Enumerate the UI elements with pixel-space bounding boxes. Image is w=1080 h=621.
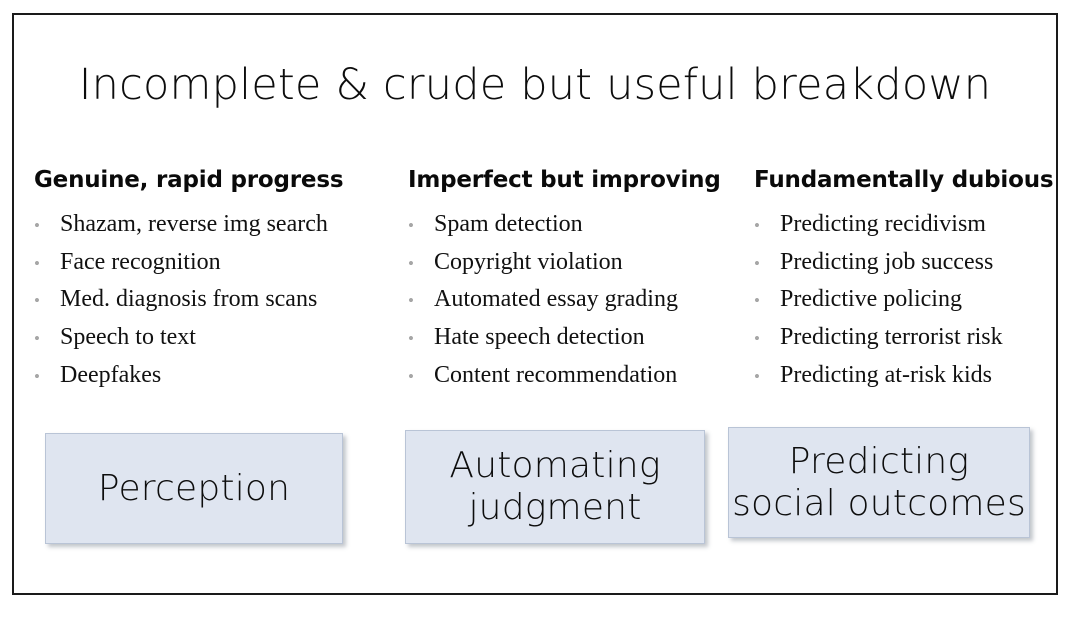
list-item-label: Med. diagnosis from scans	[60, 286, 318, 313]
callout-label-line1: Predicting	[788, 440, 970, 482]
list-item-label: Predicting at-risk kids	[780, 362, 992, 389]
column-genuine-rapid-progress: Genuine, rapid progress • Shazam, revers…	[24, 167, 396, 395]
list-item: • Predicting job success	[754, 244, 1050, 282]
list-item: • Med. diagnosis from scans	[34, 281, 396, 319]
list-item: • Deepfakes	[34, 357, 396, 395]
list-item-label: Speech to text	[60, 324, 196, 351]
list-item: • Predicting at-risk kids	[754, 357, 1050, 395]
callout-label-line1: Automating	[449, 445, 661, 487]
bullet-list: • Predicting recidivism • Predicting job…	[754, 206, 1050, 396]
bullet-icon: •	[34, 215, 40, 235]
list-item: • Predicting recidivism	[754, 206, 1050, 244]
bullet-icon: •	[754, 367, 760, 387]
list-item-label: Face recognition	[60, 248, 221, 275]
callout-box-perception[interactable]: Perception	[45, 433, 343, 544]
list-item-label: Hate speech detection	[434, 324, 645, 351]
list-item-label: Deepfakes	[60, 362, 162, 389]
list-item-label: Spam detection	[434, 210, 583, 237]
list-item-label: Predicting terrorist risk	[780, 324, 1003, 351]
list-item-label: Copyright violation	[434, 248, 623, 275]
list-item-label: Predictive policing	[780, 286, 962, 313]
bullet-icon: •	[34, 253, 40, 273]
breakdown-columns: Genuine, rapid progress • Shazam, revers…	[24, 167, 1054, 396]
list-item: • Predictive policing	[754, 281, 1050, 319]
list-item: • Automated essay grading	[408, 281, 739, 319]
list-item: • Spam detection	[408, 206, 739, 244]
bullet-icon: •	[34, 367, 40, 387]
list-item-label: Predicting recidivism	[780, 210, 986, 237]
bullet-icon: •	[754, 253, 760, 273]
bullet-icon: •	[34, 291, 40, 311]
list-item: • Face recognition	[34, 244, 396, 282]
bullet-icon: •	[754, 329, 760, 349]
page-title: Incomplete & crude but useful breakdown	[78, 60, 992, 110]
list-item: • Hate speech detection	[408, 319, 739, 357]
bullet-icon: •	[408, 291, 414, 311]
list-item-label: Predicting job success	[780, 248, 994, 275]
column-header: Fundamentally dubious	[754, 167, 1054, 193]
column-header: Imperfect but improving	[408, 167, 721, 193]
column-fundamentally-dubious: Fundamentally dubious • Predicting recid…	[739, 167, 1054, 396]
bullet-list: • Shazam, reverse img search • Face reco…	[34, 206, 396, 396]
callout-label-line2: social outcomes	[732, 482, 1026, 524]
list-item-label: Shazam, reverse img search	[60, 210, 328, 237]
list-item: • Predicting terrorist risk	[754, 319, 1050, 357]
bullet-icon: •	[408, 215, 414, 235]
bullet-icon: •	[754, 291, 760, 311]
column-header: Genuine, rapid progress	[34, 167, 344, 193]
bullet-list: • Spam detection • Copyright violation •…	[408, 206, 739, 396]
list-item: • Copyright violation	[408, 244, 739, 282]
callout-label-line2: judgment	[468, 487, 642, 528]
callout-label: Perception	[97, 467, 291, 509]
bullet-icon: •	[34, 329, 40, 349]
bullet-icon: •	[408, 329, 414, 349]
list-item: • Content recommendation	[408, 357, 739, 395]
bullet-icon: •	[754, 215, 760, 235]
bullet-icon: •	[408, 367, 414, 387]
bullet-icon: •	[408, 253, 414, 273]
list-item: • Speech to text	[34, 319, 396, 357]
list-item-label: Automated essay grading	[434, 286, 678, 313]
list-item: • Shazam, reverse img search	[34, 206, 396, 244]
column-imperfect-but-improving: Imperfect but improving • Spam detection…	[396, 167, 739, 395]
list-item-label: Content recommendation	[434, 362, 678, 389]
